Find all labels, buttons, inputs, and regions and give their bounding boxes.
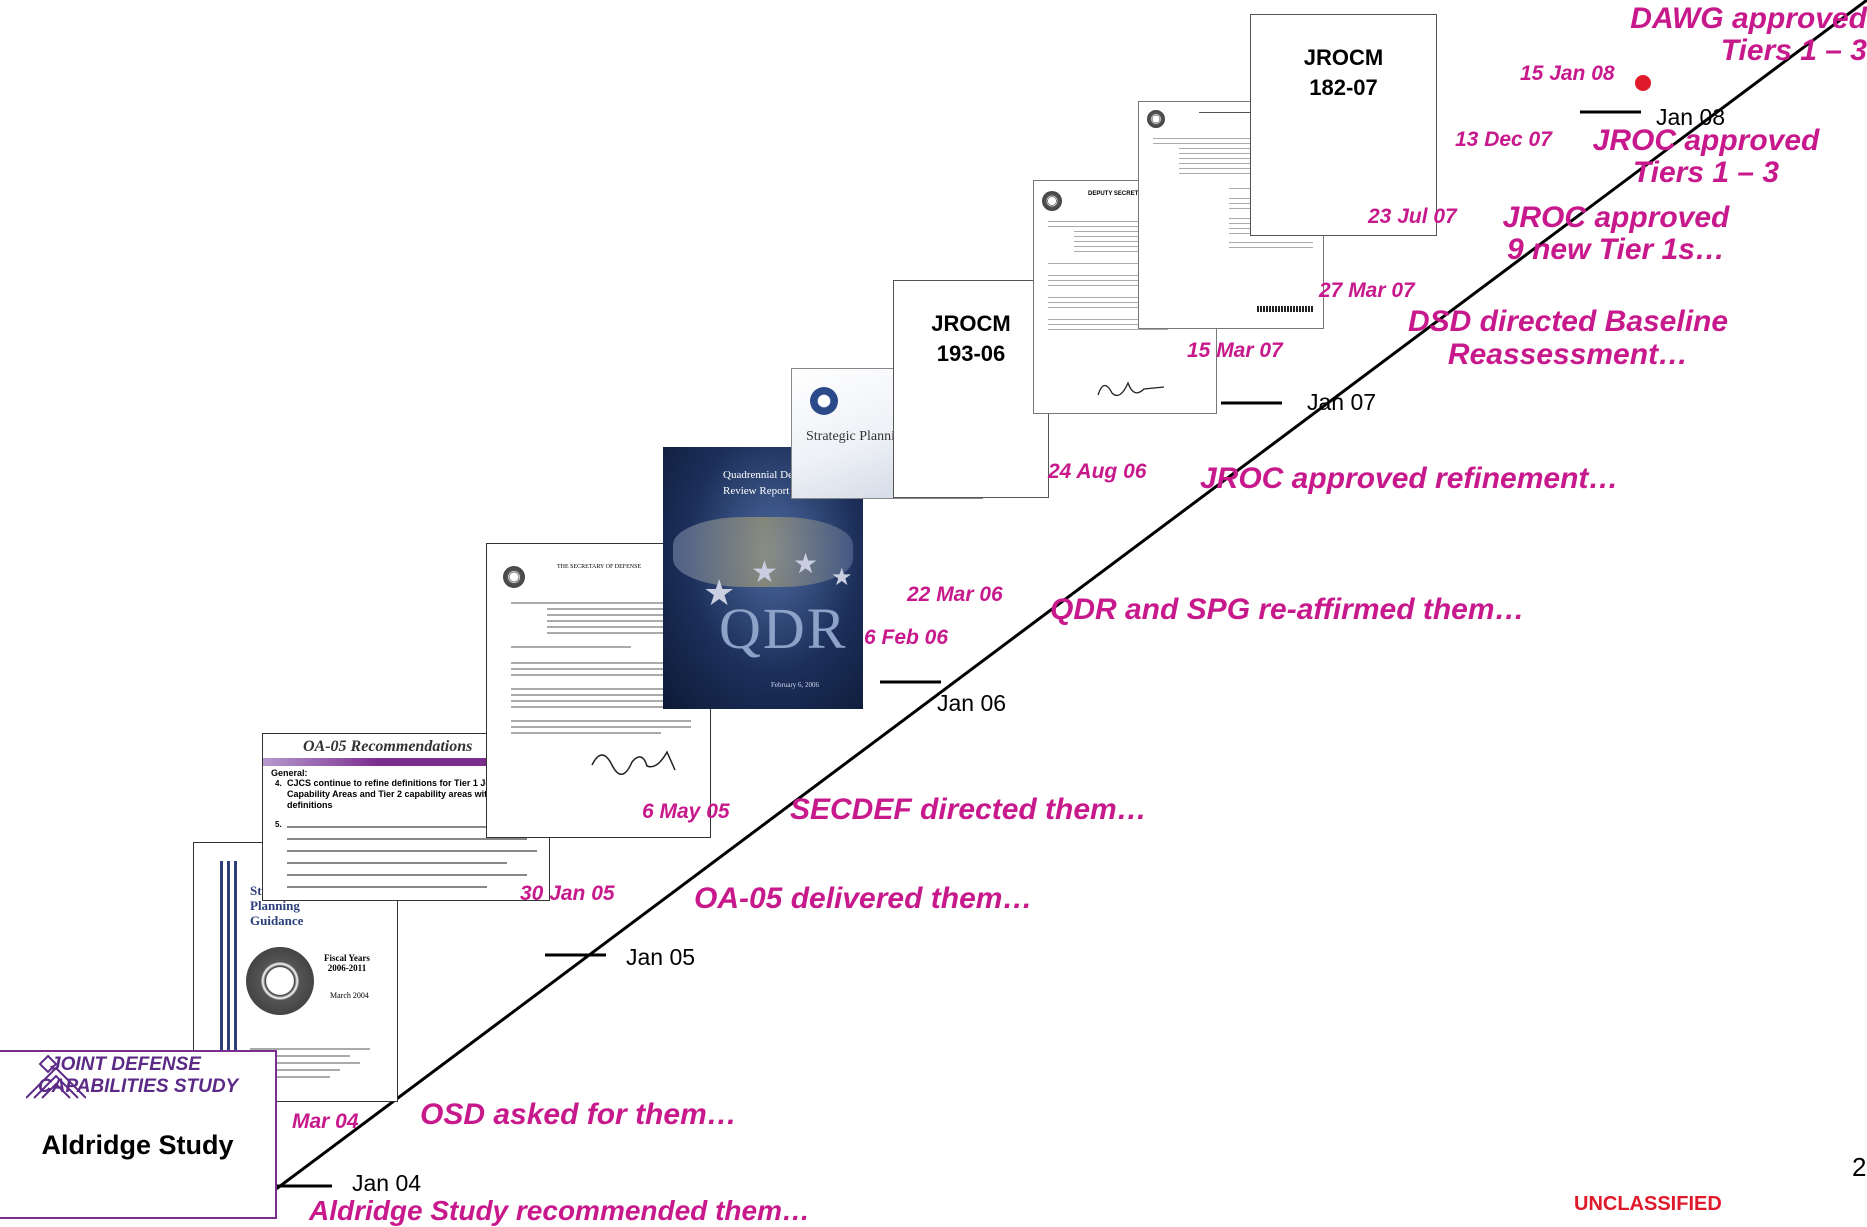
date-label-mar04: Mar 04 xyxy=(292,1110,359,1133)
jrocm-182-title: JROCM 182-07 xyxy=(1303,45,1384,100)
qdr-date: February 6, 2006 xyxy=(771,681,820,689)
star-icon: ★ xyxy=(703,572,736,613)
event-label-23jul07: JROC approved 9 new Tier 1s… xyxy=(1502,201,1730,266)
jrocm-193-title: JROCM 193-06 xyxy=(931,311,1011,366)
star-icon: ★ xyxy=(751,556,778,589)
event-label-mar04: OSD asked for them… xyxy=(420,1098,737,1131)
classification-label: UNCLASSIFIED xyxy=(1574,1193,1722,1215)
signature-icon xyxy=(591,750,676,775)
date-label-27mar07: 27 Mar 07 xyxy=(1319,279,1415,302)
doc-jrocm-182-07: JROCM 182-07 xyxy=(1250,14,1437,236)
event-label-22mar06: QDR and SPG re-affirmed them… xyxy=(1050,593,1525,626)
date-label-24aug06: 24 Aug 06 xyxy=(1048,460,1147,483)
timeline-line xyxy=(235,0,1867,1219)
barcode-icon xyxy=(1257,306,1313,312)
date-label-23jul07: 23 Jul 07 xyxy=(1368,205,1457,228)
date-label-6feb06: 6 Feb 06 xyxy=(864,626,949,649)
milestone-dot-15jan08 xyxy=(1635,75,1651,91)
dod-seal-icon xyxy=(810,387,838,415)
dod-seal-icon xyxy=(1042,191,1062,211)
secdef-memo-header: THE SECRETARY OF DEFENSE xyxy=(557,564,642,570)
jcds-logo-icon xyxy=(26,1054,86,1099)
date-label-22mar06: 22 Mar 06 xyxy=(907,583,1003,606)
jcds-logo-box: JOINT DEFENSE CAPABILITIES STUDY Aldridg… xyxy=(0,1050,277,1219)
tick-label-jan04: Jan 04 xyxy=(352,1170,422,1196)
event-label-6may05: SECDEF directed them… xyxy=(790,793,1147,826)
tick-label-jan08: Jan 08 xyxy=(1656,104,1726,130)
tick-label-jan05: Jan 05 xyxy=(626,944,696,970)
oa05-item5-num: 5. xyxy=(275,820,282,829)
date-label-30jan05: 30 Jan 05 xyxy=(520,882,615,905)
event-label-24aug06: JROC approved refinement… xyxy=(1200,462,1619,495)
signature-icon xyxy=(1097,381,1165,397)
oa05-item4-text: CJCS continue to refine definitions for … xyxy=(287,778,515,810)
date-label-15mar07: 15 Mar 07 xyxy=(1187,339,1283,362)
oa05-general-label: General: xyxy=(271,768,308,778)
event-label-13dec07: JROC approved Tiers 1 – 3 xyxy=(1592,124,1820,189)
star-icon: ★ xyxy=(831,564,853,591)
oa05-title: OA-05 Recommendations xyxy=(303,738,473,755)
tick-label-jan07: Jan 07 xyxy=(1307,389,1377,415)
spg-2004-fiscal: Fiscal Years 2006-2011 xyxy=(324,953,370,973)
dod-seal-icon xyxy=(1147,110,1165,128)
event-label-15jan08: DAWG approved Tiers 1 – 3 xyxy=(1630,2,1867,67)
star-icon: ★ xyxy=(793,548,819,579)
oa05-item4-num: 4. xyxy=(275,779,282,788)
doc-jrocm-193-06: JROCM 193-06 xyxy=(893,280,1049,498)
dod-seal-icon xyxy=(246,947,314,1015)
date-label-6may05: 6 May 05 xyxy=(642,800,730,823)
event-label-aldridge: Aldridge Study recommended them… xyxy=(309,1195,810,1226)
event-label-15mar07: DSD directed Baseline Reassessment… xyxy=(1407,305,1729,371)
tick-label-jan06: Jan 06 xyxy=(937,690,1007,716)
jcds-logo-line1: JOINT DEFENSE xyxy=(50,1054,201,1075)
jcds-caption: Aldridge Study xyxy=(41,1130,234,1160)
spg-2004-date: March 2004 xyxy=(330,991,369,1000)
event-label-30jan05: OA-05 delivered them… xyxy=(694,882,1033,915)
page-number: 2 xyxy=(1852,1152,1867,1182)
oa05-banner xyxy=(263,758,549,766)
date-label-13dec07: 13 Dec 07 xyxy=(1455,128,1552,151)
jcds-logo-line2: CAPABILITIES STUDY xyxy=(38,1076,239,1097)
date-label-15jan08: 15 Jan 08 xyxy=(1520,62,1615,85)
dod-seal-icon xyxy=(503,566,525,588)
qdr-big-label: QDR xyxy=(719,596,848,661)
